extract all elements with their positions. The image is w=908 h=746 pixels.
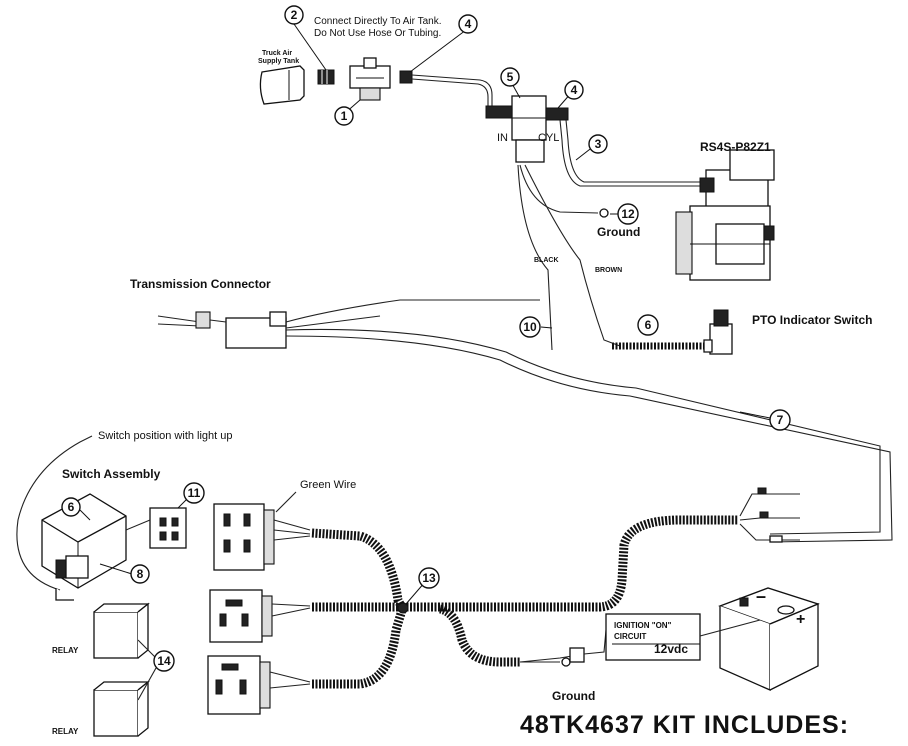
svg-text:3: 3 [595, 137, 602, 151]
callout-6-pto: 6 [637, 314, 659, 336]
transmission-connector-label: Transmission Connector [130, 277, 271, 291]
hose-fitting-left [399, 70, 413, 84]
connect-note-1: Connect Directly To Air Tank. [314, 16, 441, 27]
callout-8: 8 [130, 564, 150, 584]
ground-top-label: Ground [597, 225, 640, 239]
green-wire-label: Green Wire [300, 479, 356, 491]
air-tank [259, 65, 305, 105]
ignition-label-2: CIRCUIT [614, 632, 647, 641]
svg-text:14: 14 [157, 654, 171, 668]
relay-top-label: RELAY [52, 646, 79, 655]
kit-title: 48TK4637 KIT INCLUDES: [520, 711, 849, 739]
battery-minus-label: – [756, 586, 766, 606]
black-wire-label: BLACK [534, 257, 559, 264]
battery [718, 587, 820, 691]
relay-bottom [93, 680, 150, 737]
callout-3: 3 [588, 134, 608, 154]
callout-5: 5 [500, 67, 520, 87]
voltage-label: 12vdc [654, 642, 688, 656]
pto-indicator-switch [703, 309, 733, 355]
callout-7: 7 [769, 409, 791, 431]
callout-4-top: 4 [458, 14, 478, 34]
svg-text:8: 8 [137, 567, 144, 581]
pto-unit [675, 149, 775, 281]
truck-air-label-2: Supply Tank [258, 58, 299, 65]
tank-fitting [317, 69, 335, 85]
switch-assembly [41, 493, 127, 601]
svg-text:4: 4 [571, 83, 578, 97]
svg-text:10: 10 [523, 320, 537, 334]
ground-terminal-top [599, 208, 609, 218]
truck-air-label-1: Truck Air [262, 50, 292, 57]
ground-terminal-bottom [561, 657, 571, 667]
air-valve [349, 57, 391, 101]
in-label: IN [497, 132, 508, 144]
callout-1: 1 [334, 106, 354, 126]
svg-text:12: 12 [621, 207, 635, 221]
pto-indicator-label: PTO Indicator Switch [752, 313, 872, 327]
callout-11: 11 [183, 482, 205, 504]
switch-connector [149, 507, 187, 549]
relay-top [93, 602, 150, 659]
svg-text:1: 1 [341, 109, 348, 123]
ignition-label-1: IGNITION "ON" [614, 621, 672, 630]
svg-text:13: 13 [422, 571, 436, 585]
callout-14: 14 [153, 650, 175, 672]
callout-6-switch: 6 [61, 497, 81, 517]
relay-socket-3 [207, 655, 271, 715]
relay-socket-2 [209, 589, 273, 643]
cyl-label: CYL [538, 132, 559, 144]
svg-text:5: 5 [507, 70, 514, 84]
callout-10: 10 [519, 316, 541, 338]
svg-text:4: 4 [465, 17, 472, 31]
transmission-connector [225, 311, 287, 349]
svg-text:6: 6 [645, 318, 652, 332]
callout-13: 13 [418, 567, 440, 589]
brown-wire-label: BROWN [595, 267, 622, 274]
callout-4-cyl: 4 [564, 80, 584, 100]
relay-bottom-label: RELAY [52, 727, 79, 736]
switch-position-label: Switch position with light up [98, 430, 233, 442]
ground-bottom-label: Ground [552, 689, 595, 703]
solenoid-valve [485, 95, 569, 163]
connect-note-2: Do Not Use Hose Or Tubing. [314, 28, 441, 39]
relay-socket-1 [213, 503, 275, 571]
switch-assembly-label: Switch Assembly [62, 467, 161, 481]
svg-text:2: 2 [291, 8, 298, 22]
svg-text:6: 6 [68, 500, 75, 514]
harness-junction [397, 602, 409, 614]
battery-plus-label: + [796, 611, 805, 628]
callout-12: 12 [617, 203, 639, 225]
callout-2: 2 [284, 5, 304, 25]
pto-model-label: RS4S-P82Z1 [700, 140, 771, 154]
ignition-circuit-box [605, 613, 701, 661]
fuse-holder [569, 647, 585, 663]
svg-text:7: 7 [777, 413, 784, 427]
svg-text:11: 11 [188, 486, 201, 500]
